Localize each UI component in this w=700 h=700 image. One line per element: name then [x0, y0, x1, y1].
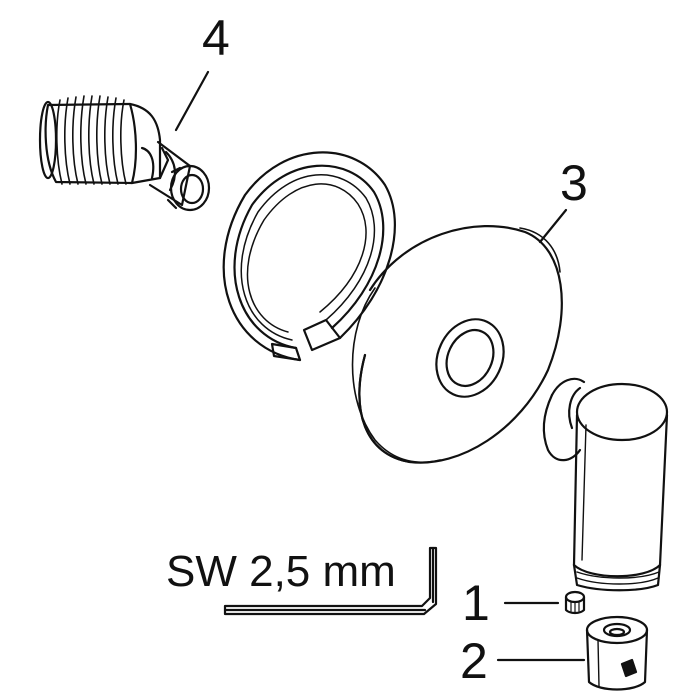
- nut-adapter-part: [585, 615, 649, 691]
- label-part1: 1: [462, 575, 490, 631]
- leader-line-part4: [174, 70, 210, 132]
- label-part4: 4: [202, 10, 230, 66]
- tool-size-label: SW 2,5 mm: [166, 547, 396, 596]
- grub-screw-part: [564, 590, 586, 615]
- label-part2: 2: [460, 633, 488, 689]
- threaded-connector-part: [38, 95, 211, 212]
- elbow-outlet-part: [542, 377, 669, 592]
- clip-ring-part: [222, 151, 396, 362]
- rosette-plate-part: [351, 225, 563, 464]
- hex-key-tool: [223, 546, 438, 616]
- leader-line-part3: [538, 208, 568, 244]
- label-part3: 3: [560, 155, 588, 211]
